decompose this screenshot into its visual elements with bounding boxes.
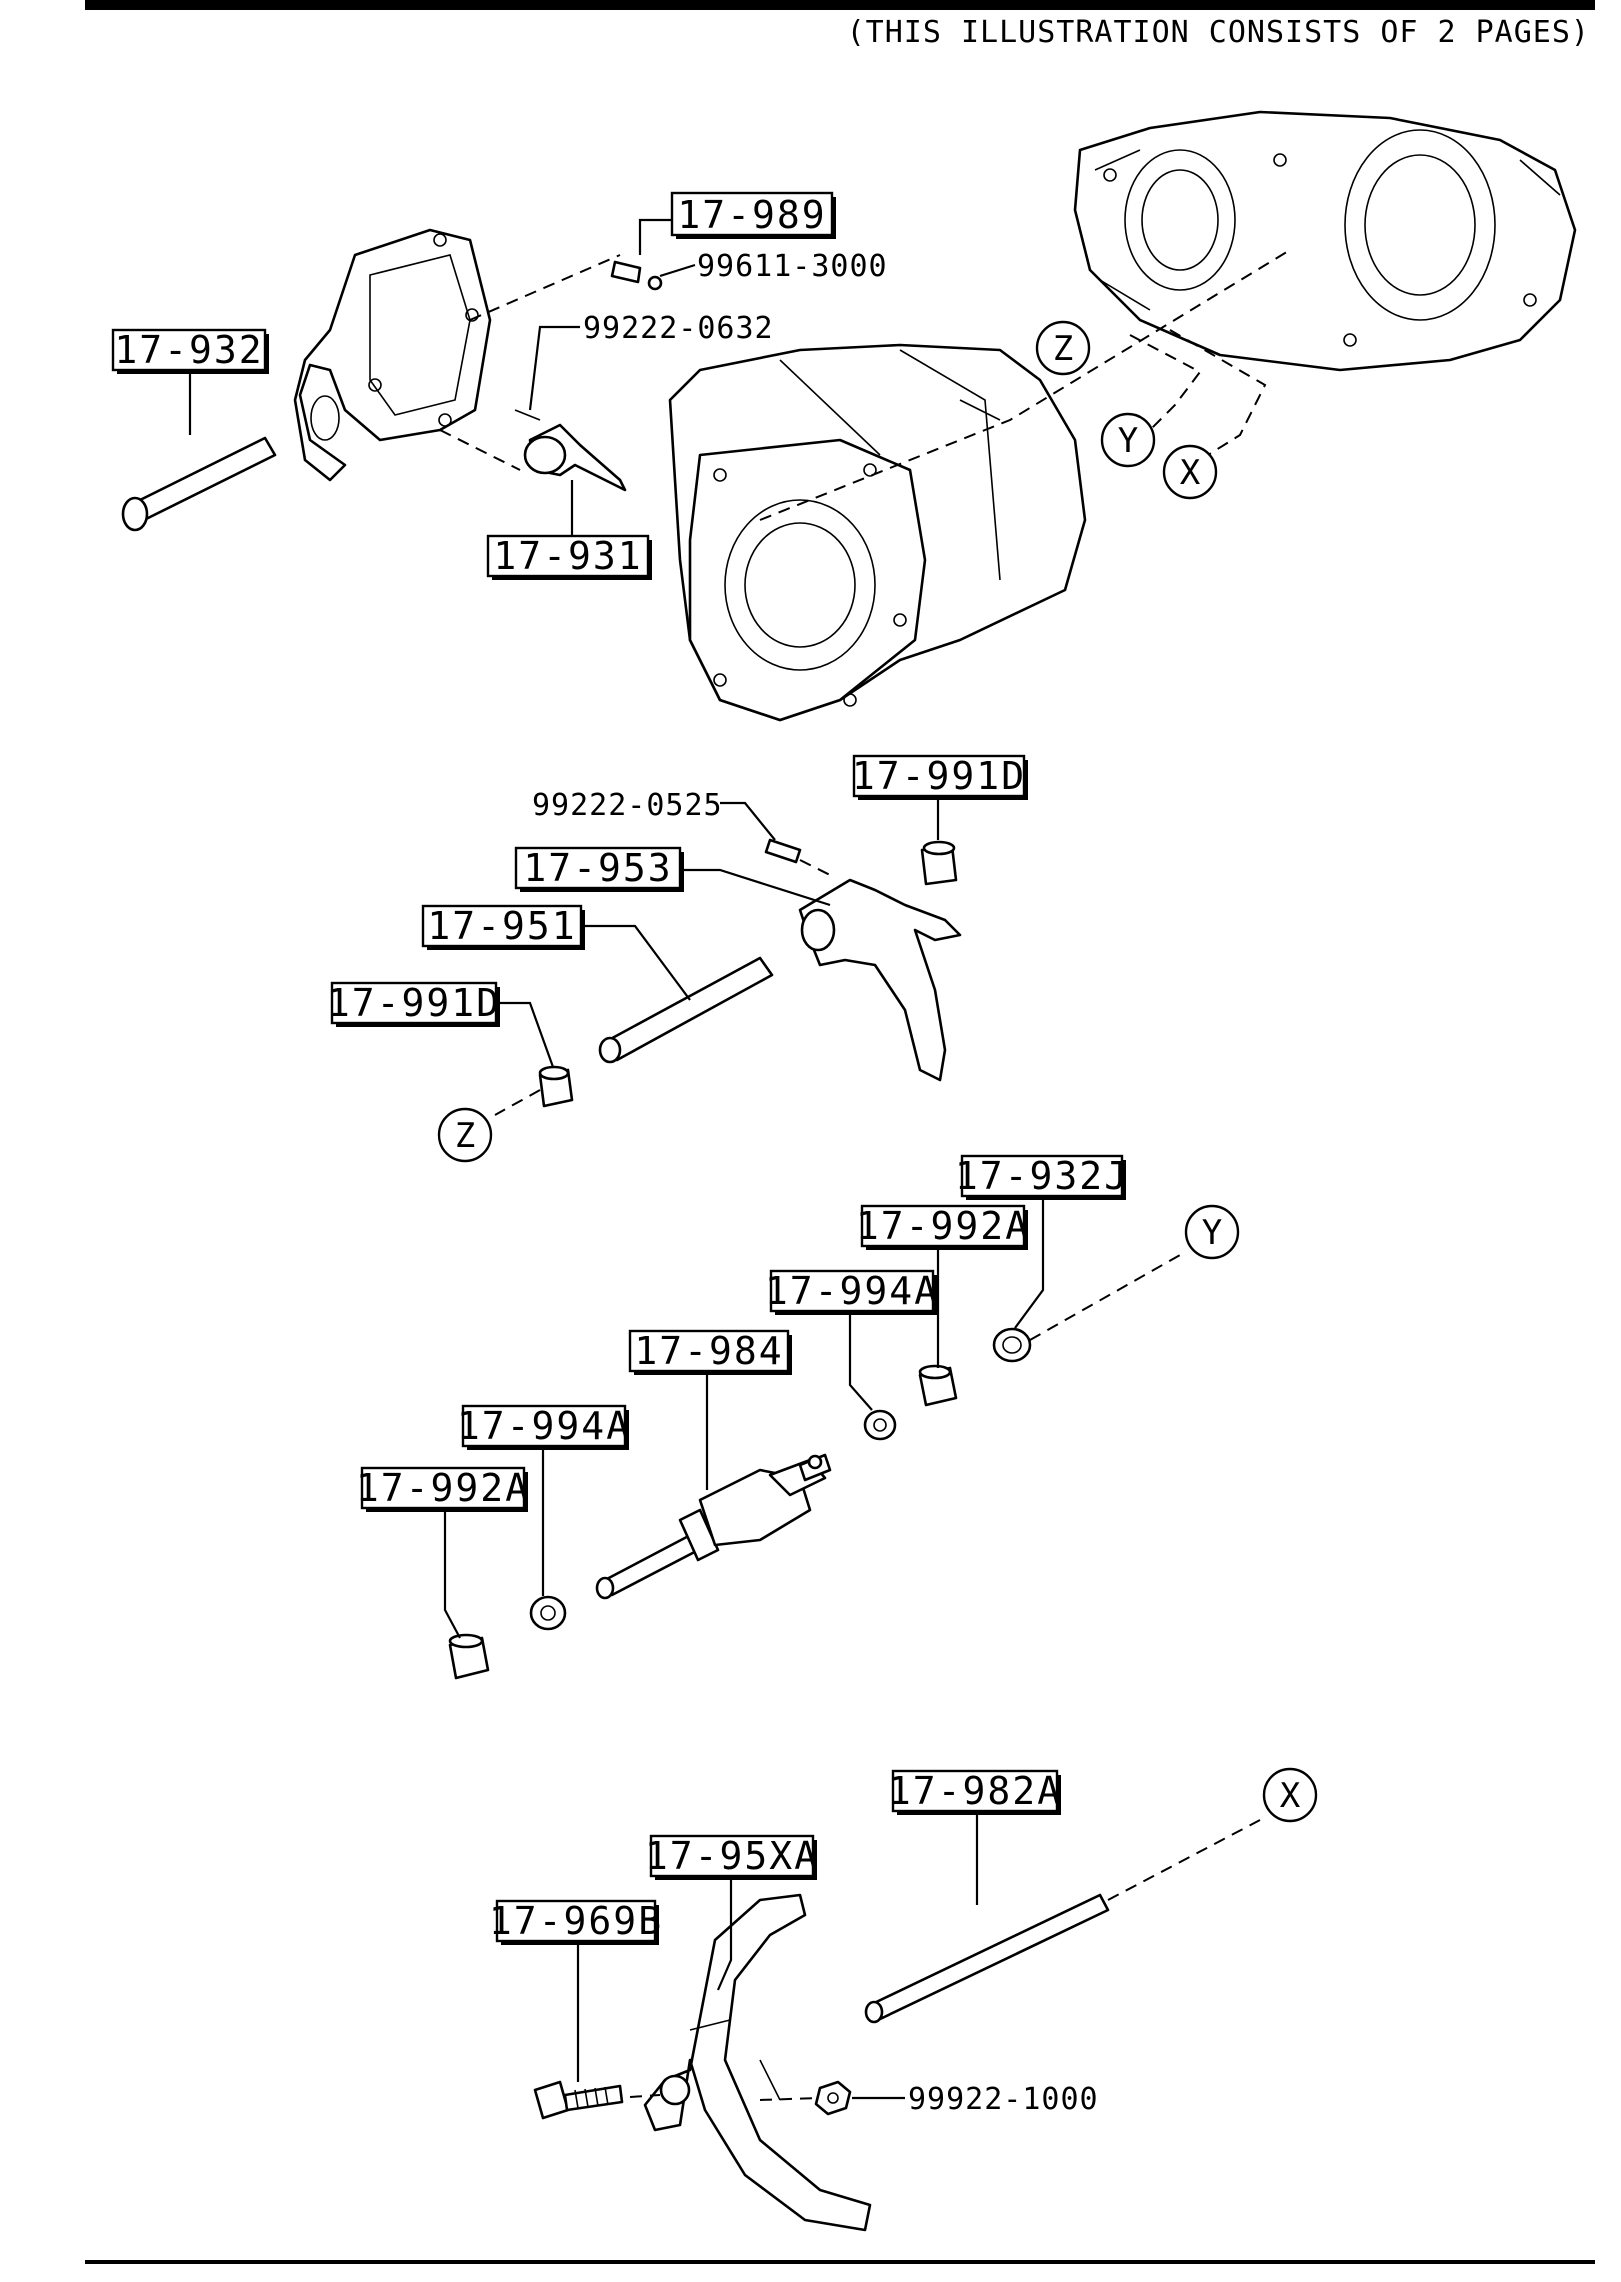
svg-text:Z: Z — [1053, 329, 1073, 369]
svg-text:17-982A: 17-982A — [888, 1769, 1062, 1813]
label-17-991D-lower[interactable]: 17-991D — [327, 981, 501, 1027]
label-17-982A[interactable]: 17-982A — [888, 1769, 1062, 1815]
part-number-99922-1000[interactable]: 99922-1000 — [908, 2082, 1099, 2117]
svg-text:X: X — [1280, 1776, 1301, 1816]
shift-cover — [293, 228, 492, 482]
label-17-989[interactable]: 17-989 — [670, 191, 836, 239]
label-17-932[interactable]: 17-932 — [111, 328, 269, 374]
part-number-99222-0525[interactable]: 99222-0525 — [532, 788, 723, 823]
bushing-upper — [920, 840, 958, 886]
nut-99922 — [814, 2080, 852, 2116]
svg-text:17-932: 17-932 — [114, 328, 263, 372]
connector-y-top: Y — [1100, 412, 1156, 468]
bolt-969B — [533, 2080, 624, 2120]
rear-housing — [1073, 110, 1577, 372]
washer-994A-upper — [863, 1409, 897, 1441]
selector-shaft — [121, 436, 277, 532]
bushing-992A-lower — [448, 1633, 490, 1680]
label-17-95XA[interactable]: 17-95XA — [645, 1834, 819, 1880]
link-y-path — [1129, 334, 1202, 431]
label-17-994A-lower[interactable]: 17-994A — [457, 1404, 631, 1450]
front-housing — [668, 343, 1087, 722]
bushing-lower-z — [538, 1065, 574, 1108]
cam-shaft-984 — [595, 1453, 832, 1600]
svg-text:17-992A: 17-992A — [356, 1466, 530, 1510]
shift-rod-982A — [864, 1893, 1110, 2024]
part-number-99222-0632[interactable]: 99222-0632 — [583, 311, 774, 346]
svg-text:X: X — [1180, 453, 1201, 493]
label-17-951[interactable]: 17-951 — [421, 904, 585, 950]
label-17-969B[interactable]: 17-969B — [489, 1899, 663, 1945]
svg-text:17-984: 17-984 — [634, 1329, 783, 1373]
svg-text:17-95XA: 17-95XA — [645, 1834, 819, 1878]
connector-y-mid: Y — [1184, 1204, 1240, 1260]
label-17-992A-lower[interactable]: 17-992A — [356, 1466, 530, 1512]
label-17-931[interactable]: 17-931 — [486, 534, 652, 580]
connector-z-top: Z — [1035, 320, 1091, 376]
bushing-992A-upper — [918, 1364, 958, 1407]
shift-fork-953 — [798, 878, 962, 1082]
part-number-99611-3000[interactable]: 99611-3000 — [697, 249, 888, 284]
svg-text:Z: Z — [455, 1116, 475, 1156]
label-17-932J[interactable]: 17-932J — [955, 1154, 1129, 1200]
connector-x-top: X — [1162, 444, 1218, 500]
connector-z-mid: Z — [437, 1107, 493, 1163]
link-z-path — [759, 249, 1291, 521]
label-17-991D-upper[interactable]: 17-991D — [852, 754, 1028, 800]
svg-text:Y: Y — [1202, 1213, 1222, 1253]
svg-text:Y: Y — [1118, 421, 1138, 461]
plug-spring — [610, 260, 663, 291]
shift-lever — [514, 409, 627, 492]
svg-text:17-931: 17-931 — [493, 534, 642, 578]
label-17-994A-upper[interactable]: 17-994A — [765, 1269, 939, 1315]
top-rule — [85, 0, 1595, 10]
svg-text:17-932J: 17-932J — [955, 1154, 1129, 1198]
svg-text:17-953: 17-953 — [523, 846, 672, 890]
svg-text:17-969B: 17-969B — [489, 1899, 663, 1943]
svg-text:17-994A: 17-994A — [457, 1404, 631, 1448]
shift-fork-95XA — [643, 1893, 872, 2232]
svg-text:17-994A: 17-994A — [765, 1269, 939, 1313]
seal-932J — [992, 1327, 1032, 1363]
page-count-note: (THIS ILLUSTRATION CONSISTS OF 2 PAGES) — [847, 15, 1590, 50]
fork-rod-951 — [598, 956, 774, 1064]
svg-text:17-989: 17-989 — [677, 193, 826, 237]
svg-text:17-951: 17-951 — [427, 904, 576, 948]
connector-x-bottom: X — [1262, 1767, 1318, 1823]
label-17-953[interactable]: 17-953 — [514, 846, 684, 892]
link-x-path — [1169, 329, 1267, 461]
svg-text:17-991D: 17-991D — [327, 981, 501, 1025]
svg-text:17-992A: 17-992A — [856, 1204, 1030, 1248]
roll-pin-0525 — [764, 838, 802, 864]
washer-994A-lower — [529, 1595, 567, 1631]
svg-text:17-991D: 17-991D — [852, 754, 1026, 798]
label-17-992A-upper[interactable]: 17-992A — [856, 1204, 1030, 1250]
label-17-984[interactable]: 17-984 — [628, 1329, 792, 1375]
